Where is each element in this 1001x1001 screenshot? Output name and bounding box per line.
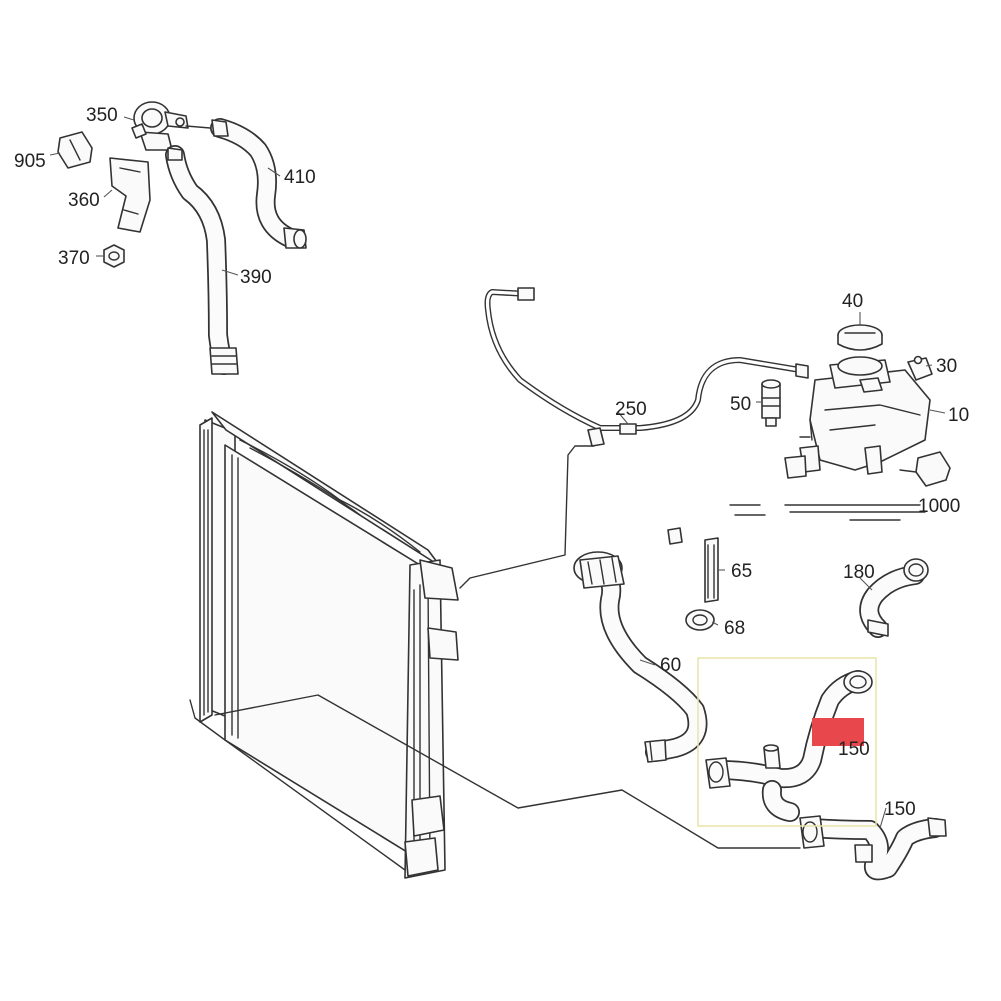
bracket-905[interactable] xyxy=(57,131,93,169)
bracket-65[interactable] xyxy=(667,527,719,603)
label-40: 40 xyxy=(842,291,863,312)
label-370: 370 xyxy=(58,248,90,269)
leader-lines xyxy=(49,116,946,829)
label-68: 68 xyxy=(724,618,745,639)
label-50: 50 xyxy=(730,394,751,415)
part-labels: 350 905 360 370 410 390 40 30 50 250 10 … xyxy=(14,105,969,820)
hose-150-lower[interactable] xyxy=(799,815,947,881)
label-905: 905 xyxy=(14,151,46,172)
label-250: 250 xyxy=(615,399,647,420)
label-150-highlighted: 150 xyxy=(838,739,870,760)
bleed-line-250[interactable] xyxy=(459,287,809,589)
hose-180[interactable] xyxy=(859,558,929,638)
label-150-lower: 150 xyxy=(884,799,916,820)
highlight-frame xyxy=(697,657,877,827)
bracket-1000[interactable] xyxy=(899,451,951,487)
clamp-68[interactable] xyxy=(685,609,715,631)
label-10: 10 xyxy=(948,405,969,426)
hose-410[interactable] xyxy=(185,118,307,249)
expansion-tank-10[interactable] xyxy=(784,356,931,479)
cap-40[interactable] xyxy=(837,324,883,351)
hose-150-highlighted[interactable] xyxy=(705,670,873,822)
electric-water-pump-350[interactable] xyxy=(131,101,189,151)
radiator[interactable] xyxy=(189,411,801,879)
label-390: 390 xyxy=(240,267,272,288)
label-65: 65 xyxy=(731,561,752,582)
label-1000: 1000 xyxy=(918,496,960,517)
hose-390[interactable] xyxy=(165,145,239,375)
label-350: 350 xyxy=(86,105,118,126)
label-180: 180 xyxy=(843,562,875,583)
sensor-30[interactable] xyxy=(907,355,933,381)
label-410: 410 xyxy=(284,167,316,188)
label-30: 30 xyxy=(936,356,957,377)
level-sensor-50[interactable] xyxy=(761,379,781,427)
label-360: 360 xyxy=(68,190,100,211)
label-60: 60 xyxy=(660,655,681,676)
hose-60[interactable] xyxy=(573,551,708,763)
nut-370[interactable] xyxy=(103,244,125,268)
faded-fasteners xyxy=(729,504,926,521)
highlight-marker xyxy=(812,718,864,746)
holder-360[interactable] xyxy=(109,157,151,233)
